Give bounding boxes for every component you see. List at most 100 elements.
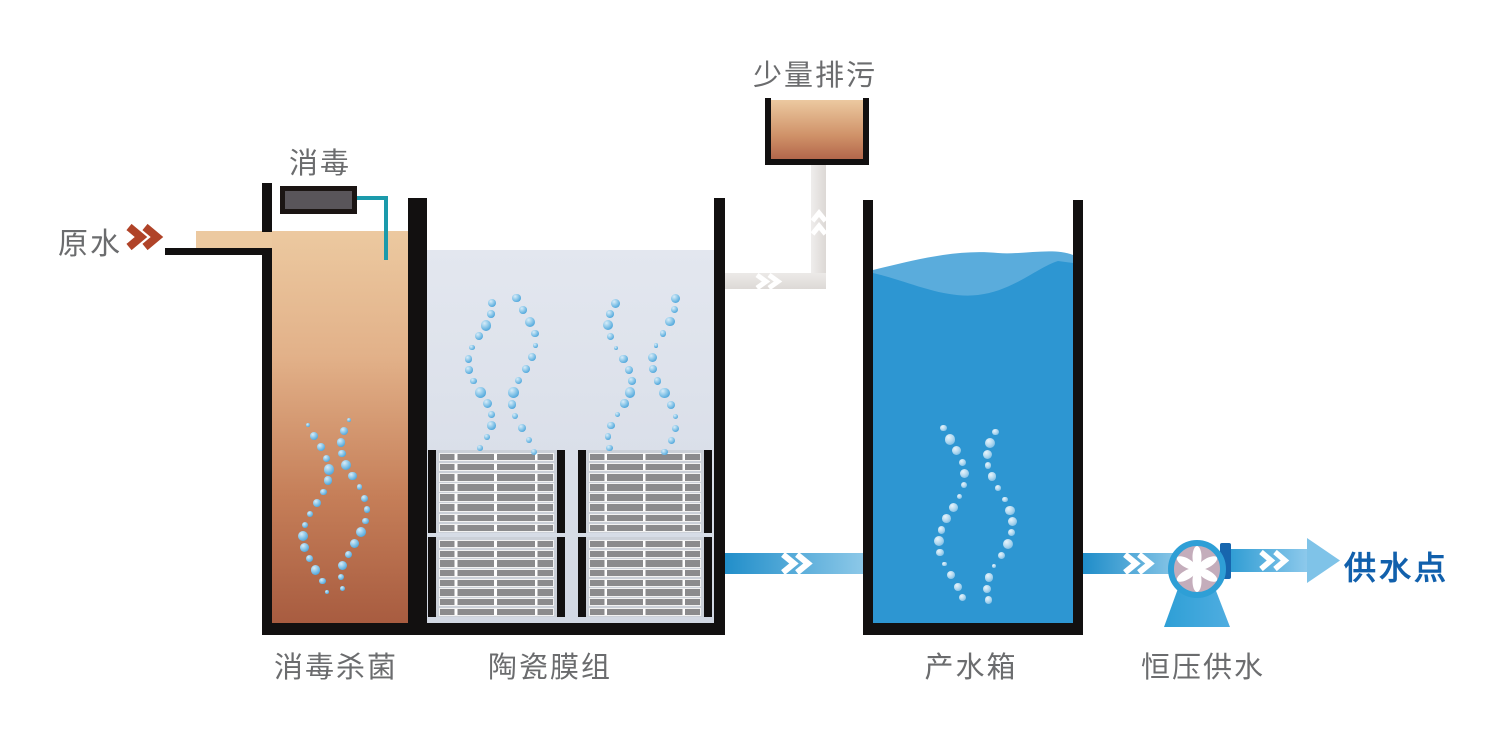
product-tank-label: 产水箱	[924, 652, 1018, 684]
bubble	[299, 542, 309, 552]
membrane-plate	[589, 588, 701, 597]
bubble	[337, 438, 346, 447]
bubble	[344, 550, 352, 558]
drain-tank-wall-right	[863, 98, 869, 165]
bubble	[957, 493, 963, 499]
membrane-frame-bar	[578, 537, 586, 617]
bubble	[625, 365, 634, 374]
membrane-block	[578, 537, 712, 617]
bubble	[614, 345, 619, 350]
membrane-plate	[439, 493, 554, 502]
drain-flow-chevron-right-icon	[753, 272, 787, 291]
bubble	[519, 306, 527, 314]
supply-flow-chevron-icon	[1259, 549, 1276, 572]
bubble	[348, 471, 357, 481]
bubble	[356, 484, 363, 490]
membrane-plate	[589, 597, 701, 607]
bubble	[671, 293, 681, 303]
bubble	[307, 510, 314, 518]
drain-flow-chevron-icon	[809, 208, 829, 240]
bubble	[362, 517, 369, 524]
bubble	[619, 354, 628, 364]
pump-impeller-icon	[1176, 546, 1218, 592]
membrane-frame-bar	[557, 537, 565, 617]
product-tank-water	[873, 245, 1073, 625]
membrane-plate	[589, 503, 701, 512]
inlet-channel-water	[196, 231, 276, 249]
bubble	[987, 472, 997, 482]
bubble	[659, 330, 667, 337]
bubble	[525, 437, 532, 444]
bubble	[984, 437, 996, 449]
drain-pipe-horizontal	[718, 273, 826, 289]
bubble	[475, 386, 486, 398]
bubble	[507, 400, 517, 409]
drain-tank-bottom	[765, 159, 869, 165]
membrane-plate	[439, 540, 554, 549]
bubble	[482, 398, 492, 408]
bubble	[324, 589, 330, 595]
bubble	[995, 485, 1001, 491]
bubble	[355, 526, 367, 538]
bubble	[958, 458, 966, 466]
bubble	[517, 424, 526, 433]
bubble	[340, 459, 352, 471]
membrane-plate	[439, 523, 554, 532]
membrane-plate	[589, 513, 701, 522]
bubble	[648, 364, 657, 374]
bubble	[947, 571, 956, 580]
pressure-pump	[1155, 530, 1355, 635]
bubble	[465, 366, 473, 374]
bubble	[474, 332, 483, 341]
bubble	[653, 377, 662, 385]
bubble	[317, 443, 325, 452]
disinfection-tank-wall-left-upper	[262, 183, 272, 232]
bubble	[984, 596, 993, 604]
bubble	[672, 413, 679, 420]
dosing-pipe-horizontal	[355, 196, 388, 200]
bubble	[661, 448, 668, 456]
bubble	[512, 413, 519, 420]
bubble	[1008, 517, 1018, 527]
bubble	[511, 293, 521, 303]
bubble	[339, 426, 349, 436]
bubble	[533, 343, 539, 348]
bubble	[1002, 496, 1008, 502]
membrane-plate	[589, 453, 701, 462]
membrane-plate	[439, 473, 554, 482]
bubble	[948, 502, 959, 513]
membrane-frame-bar	[557, 450, 565, 533]
bubble	[628, 377, 636, 385]
bubble	[667, 400, 676, 409]
bubble	[477, 445, 483, 451]
dosing-pipe-vertical	[384, 196, 388, 260]
bubble	[350, 538, 360, 548]
bubble	[531, 449, 538, 456]
membrane-plate	[439, 549, 554, 559]
bubble	[338, 561, 348, 571]
bubble	[982, 449, 992, 459]
bubble	[607, 421, 615, 430]
membrane-plate	[589, 523, 701, 532]
membrane-frame-bar	[578, 450, 586, 533]
bubble	[363, 506, 371, 514]
bubble	[322, 454, 330, 462]
membrane-plate	[589, 549, 701, 559]
membrane-plate	[439, 578, 554, 588]
bubble	[464, 355, 473, 363]
bubble	[305, 555, 313, 563]
membrane-plate	[439, 463, 554, 472]
membrane-plate	[439, 607, 554, 616]
bubble	[942, 514, 952, 524]
bubble	[620, 399, 629, 408]
disinfectant-doser-label: 消毒	[288, 148, 351, 180]
bubble	[1002, 539, 1013, 549]
bubble	[604, 433, 612, 441]
pipe-flow-chevron-icon	[778, 550, 816, 577]
tank-shared-wall	[408, 198, 427, 635]
bubble	[665, 316, 675, 327]
membrane-plate	[589, 559, 701, 568]
bubble	[488, 411, 495, 418]
bubble	[508, 387, 519, 399]
